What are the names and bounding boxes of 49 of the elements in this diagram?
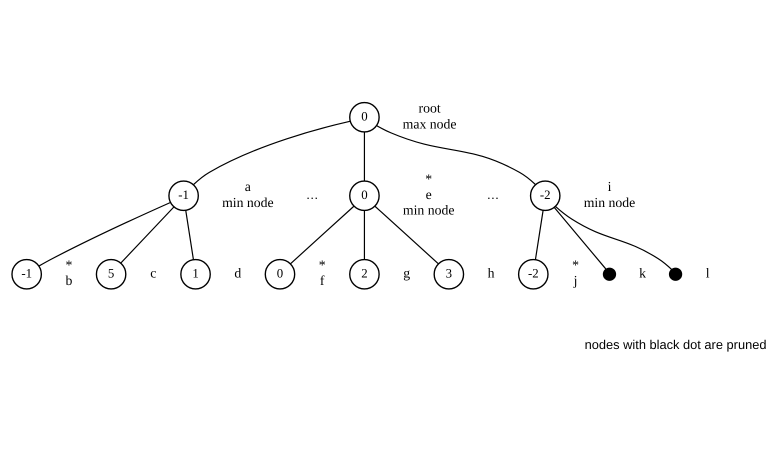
connector (38, 201, 171, 266)
node-label: a (244, 178, 251, 194)
node-label: * (65, 257, 72, 272)
connector (554, 206, 606, 269)
node-label: * (425, 170, 432, 186)
node-circle: 5 (96, 258, 126, 290)
node-circle: 3 (434, 258, 464, 290)
connector (534, 210, 544, 260)
node-circle: -1 (168, 180, 199, 211)
node-label: c (150, 264, 156, 280)
node-label: f (320, 272, 324, 288)
node-circle: 1 (180, 258, 211, 290)
node-circle: 0 (264, 258, 296, 290)
node-label: * (572, 257, 579, 272)
node-circle: -2 (530, 180, 561, 211)
node-label: j (574, 272, 578, 288)
node-label: l (706, 264, 710, 280)
label: nodes with black dot are pruned (584, 336, 766, 352)
node-circle: 0 (349, 180, 380, 211)
node-label: g (403, 264, 410, 280)
connector (374, 205, 439, 264)
node-label: h (488, 264, 495, 280)
node-label: d (234, 264, 242, 280)
connector (120, 206, 174, 263)
node-label: * (318, 257, 326, 272)
node-circle (602, 267, 616, 280)
node-circle: -2 (518, 258, 549, 290)
node-label: min node (584, 194, 636, 210)
connector (185, 210, 194, 260)
connector (376, 124, 536, 184)
node-label: max node (402, 116, 457, 131)
connector (555, 206, 672, 270)
node-label: i (608, 178, 612, 194)
node-label: b (65, 272, 72, 288)
node-circle: 2 (349, 258, 380, 290)
node-circle: 0 (349, 101, 380, 132)
node-circle: -1 (11, 258, 42, 290)
label: … (306, 186, 319, 202)
node-label: min node (222, 194, 274, 210)
node-label: k (639, 264, 646, 280)
connector (290, 205, 354, 264)
label: … (486, 186, 500, 202)
node-label: e (426, 186, 432, 202)
node-label: min node (402, 202, 454, 218)
connector (364, 210, 366, 259)
node-circle (668, 267, 682, 280)
connector (364, 132, 366, 180)
connector (193, 120, 350, 185)
node-label: root (418, 100, 441, 116)
